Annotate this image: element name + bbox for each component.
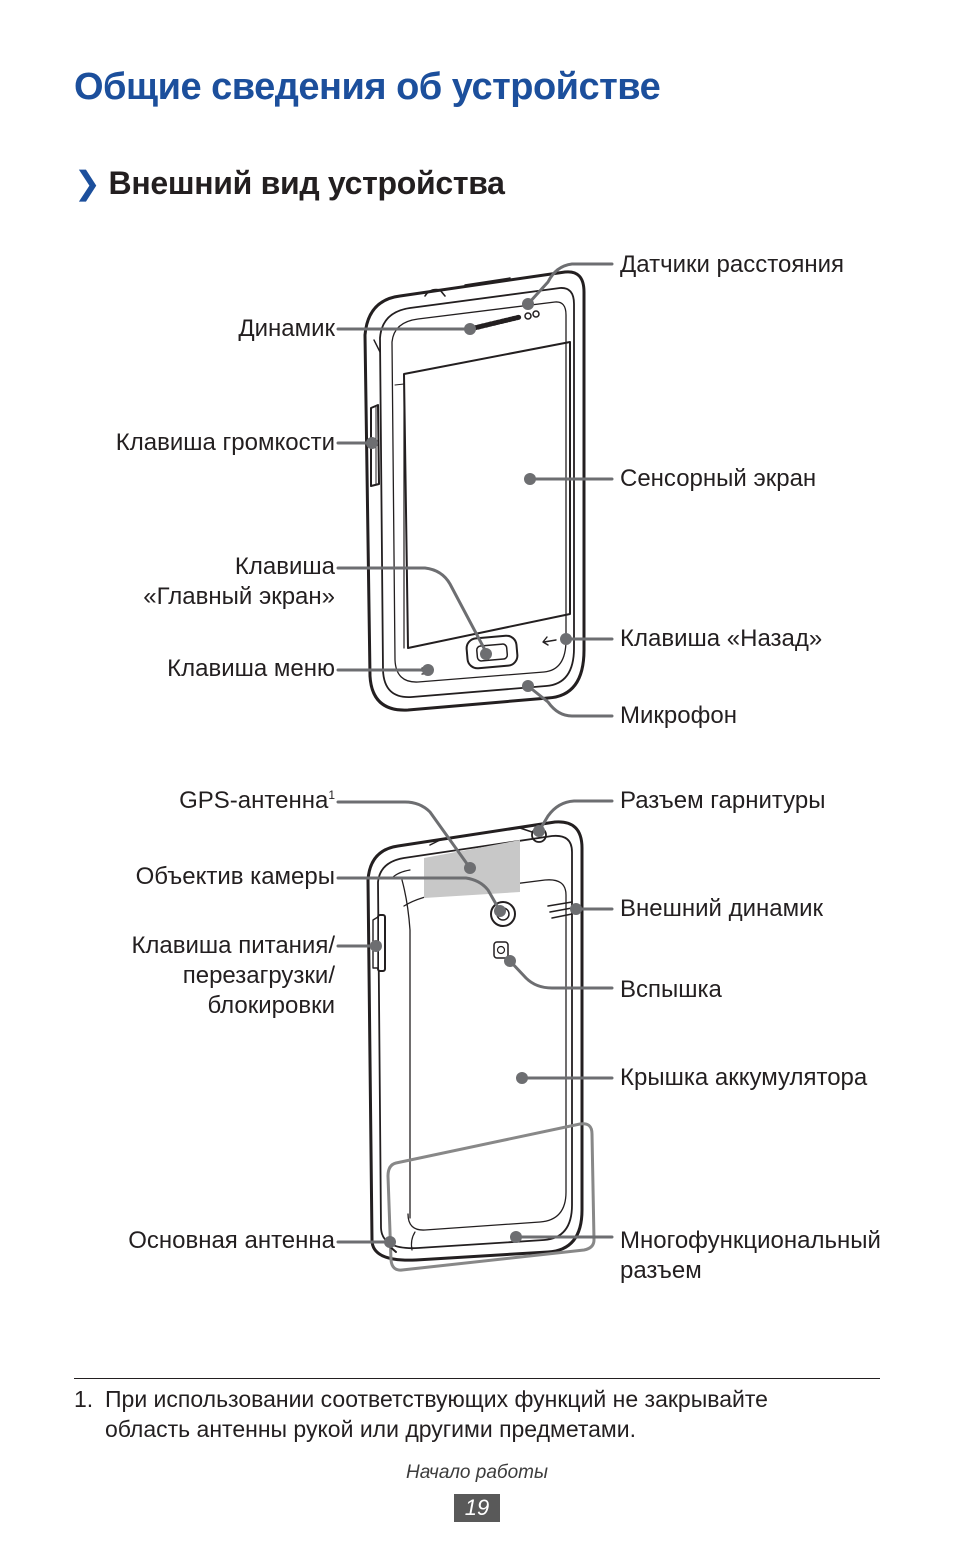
footnote-divider xyxy=(74,1378,880,1379)
label-multifunction-jack-line-1: Многофункциональный xyxy=(620,1227,881,1254)
footnote-line-2: область антенны рукой или другими предме… xyxy=(105,1416,636,1442)
label-proximity-sensors: Датчики расстояния xyxy=(620,251,844,278)
section-title: ❯Внешний вид устройства xyxy=(74,164,505,202)
front-phone-illustration xyxy=(363,270,586,712)
back-phone-illustration xyxy=(366,820,596,1272)
label-power-key: Клавиша питания/ перезагрузки/ блокировк… xyxy=(131,931,335,1021)
label-back-key: Клавиша «Назад» xyxy=(620,625,823,652)
section-title-text: Внешний вид устройства xyxy=(108,165,505,201)
footnote: 1. При использовании соответствующих фун… xyxy=(74,1384,874,1444)
page-number: 19 xyxy=(454,1494,500,1522)
footnote-line-1: При использовании соответствующих функци… xyxy=(105,1386,768,1412)
label-touch-screen: Сенсорный экран xyxy=(620,465,817,492)
label-camera-lens: Объектив камеры xyxy=(135,863,335,890)
label-main-antenna: Основная антенна xyxy=(128,1227,335,1254)
footer-section-name: Начало работы xyxy=(406,1462,548,1483)
label-volume-key: Клавиша громкости xyxy=(115,429,335,456)
page-title: Общие сведения об устройстве xyxy=(74,66,661,108)
callout-lines xyxy=(336,262,614,1244)
label-menu-key: Клавиша меню xyxy=(167,655,335,682)
label-home-key: Клавиша «Главный экран» xyxy=(143,552,335,612)
label-flash: Вспышка xyxy=(620,976,722,1003)
label-speaker: Динамик xyxy=(238,315,335,342)
chevron-right-icon: ❯ xyxy=(74,165,101,201)
callout-dots xyxy=(366,298,582,1248)
label-gps-antenna: GPS-антенна1 xyxy=(179,786,335,816)
label-headset-jack: Разъем гарнитуры xyxy=(620,787,826,814)
label-home-key-line-2: «Главный экран» xyxy=(143,583,335,610)
label-multifunction-jack: Многофункциональный разъем xyxy=(620,1226,881,1286)
label-power-key-line-1: Клавиша питания/ xyxy=(131,932,335,959)
footnote-number: 1. xyxy=(74,1386,94,1412)
footnote-mark: 1 xyxy=(328,788,335,802)
label-power-key-line-3: блокировки xyxy=(207,992,335,1019)
label-external-speaker: Внешний динамик xyxy=(620,895,824,922)
label-gps-antenna-text: GPS-антенна xyxy=(179,787,329,814)
label-home-key-line-1: Клавиша xyxy=(234,553,335,580)
label-power-key-line-2: перезагрузки/ xyxy=(182,962,335,989)
label-microphone: Микрофон xyxy=(620,702,737,729)
label-battery-cover: Крышка аккумулятора xyxy=(620,1064,868,1091)
label-multifunction-jack-line-2: разъем xyxy=(620,1257,702,1284)
